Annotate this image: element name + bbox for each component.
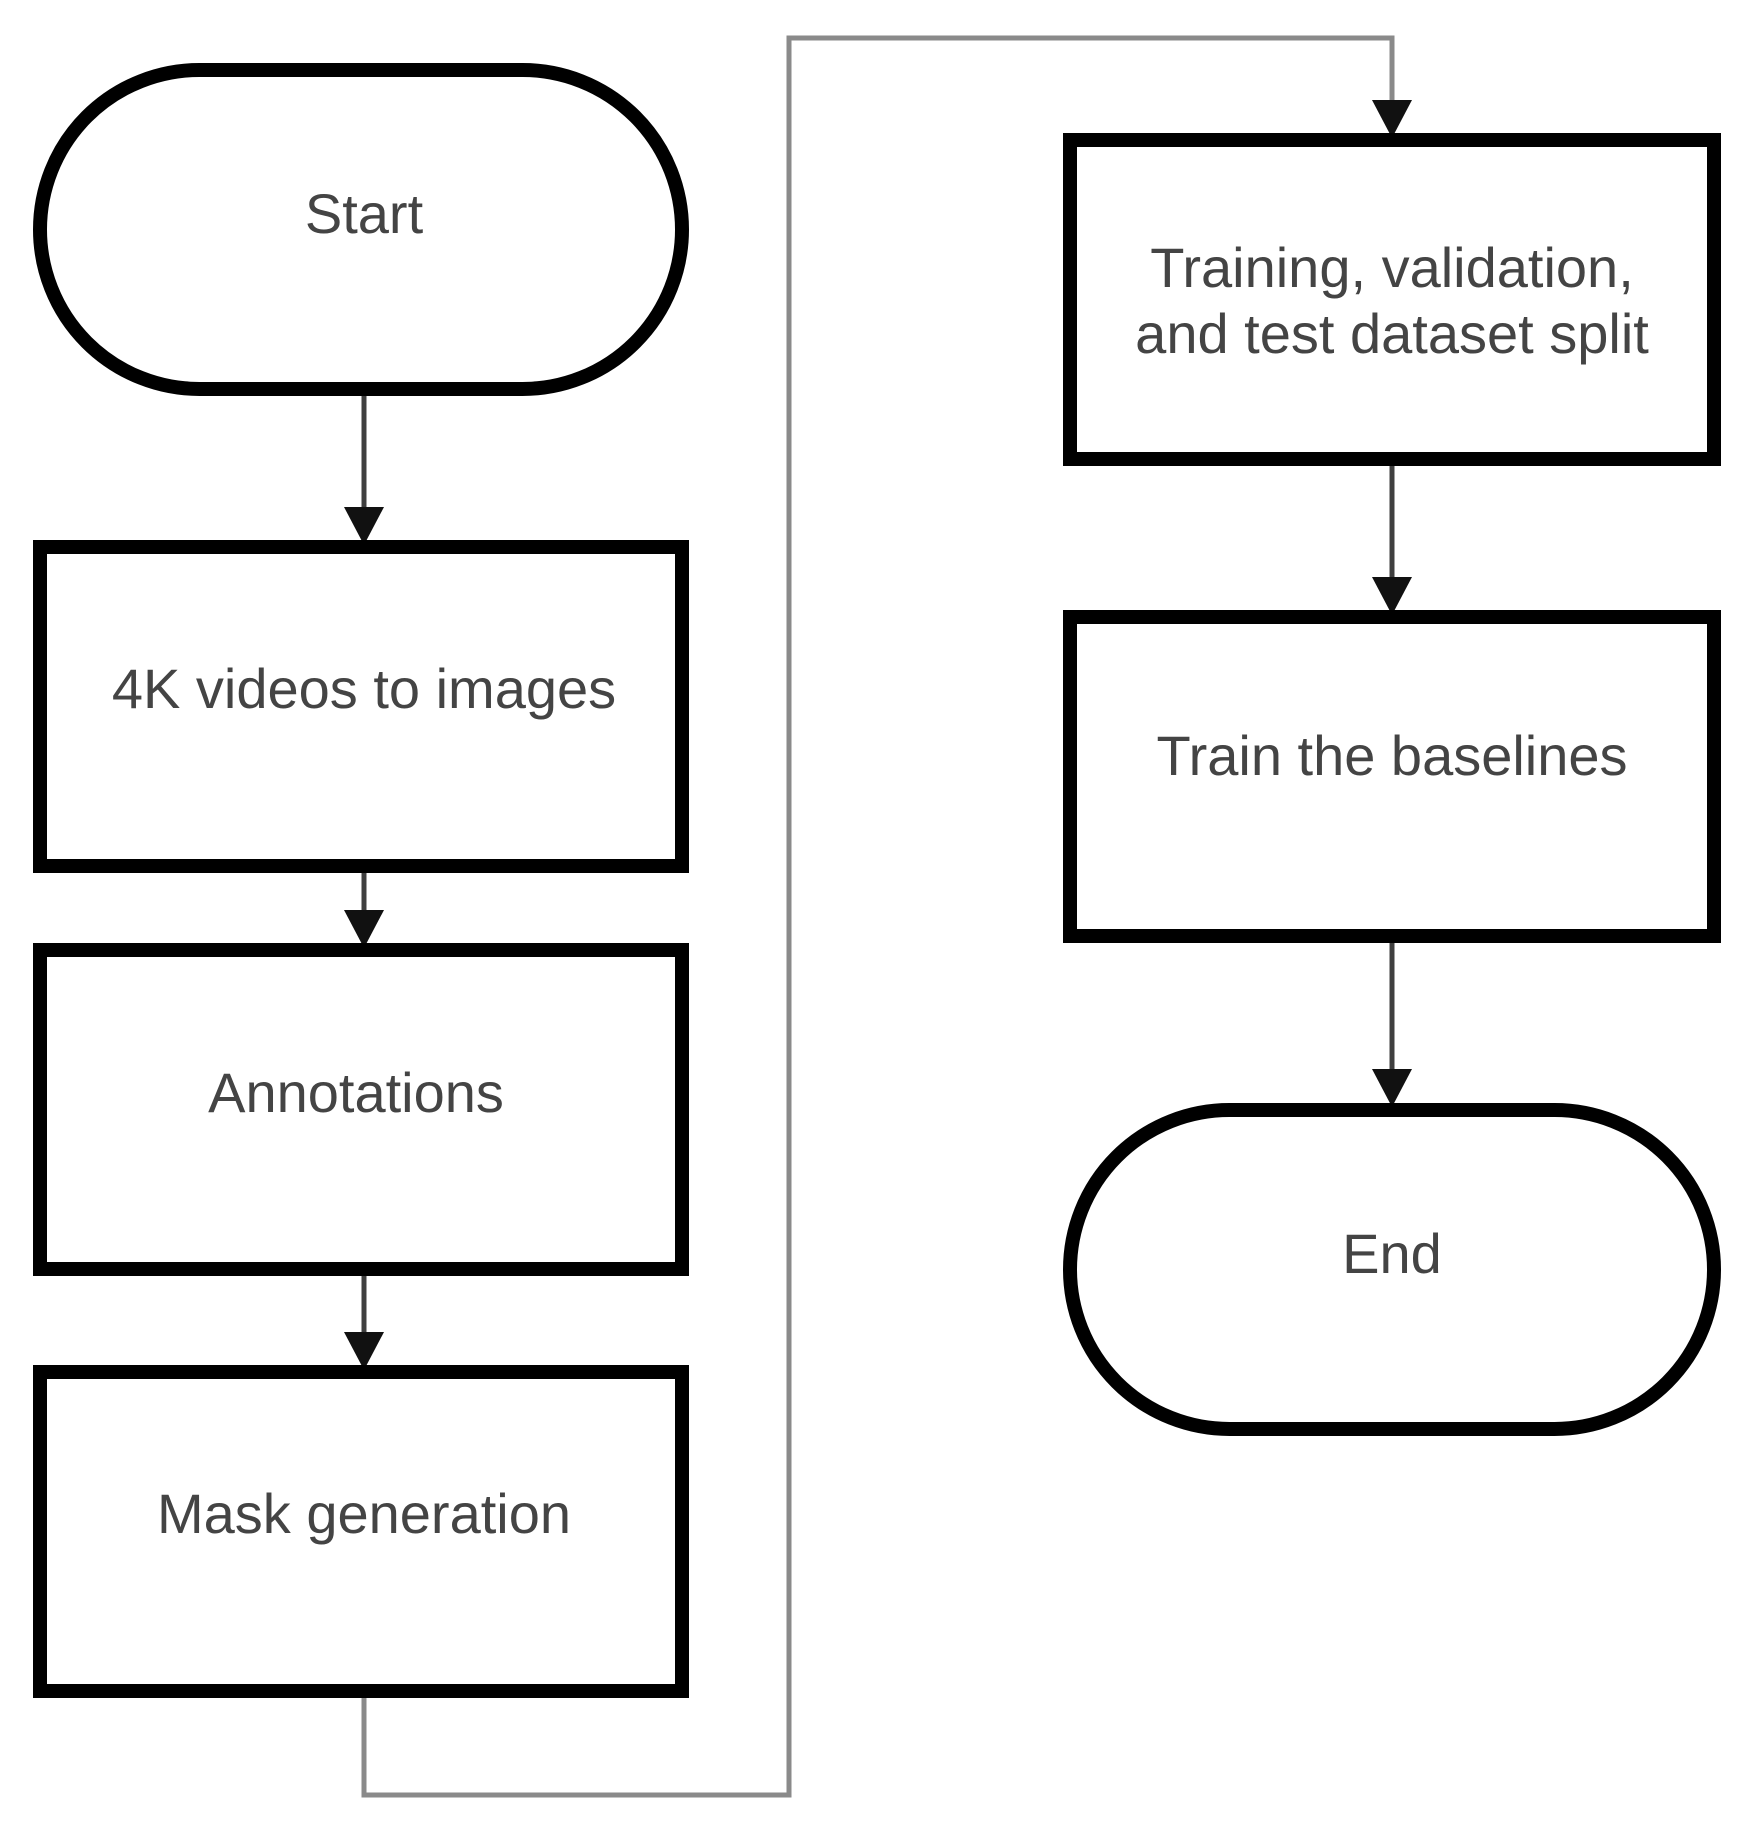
terminator-shape — [1063, 1103, 1721, 1436]
node-label-mask-generation: Mask generation — [157, 1482, 571, 1545]
arrowhead-icon — [344, 1332, 384, 1370]
node-videos-to-images: 4K videos to images — [33, 540, 689, 873]
process-shape — [33, 943, 689, 1276]
arrowhead-icon — [1372, 577, 1412, 615]
process-shape — [33, 540, 689, 873]
node-label-start: Start — [305, 182, 424, 245]
arrowhead-icon — [344, 507, 384, 545]
arrowhead-icon — [344, 910, 384, 948]
process-shape — [1063, 610, 1721, 943]
node-label-train-baselines: Train the baselines — [1156, 724, 1627, 787]
node-train-baselines: Train the baselines — [1063, 610, 1721, 943]
terminator-shape — [33, 63, 689, 396]
node-mask-generation: Mask generation — [33, 1365, 689, 1698]
node-label-annotations: Annotations — [208, 1061, 504, 1124]
arrowhead-icon — [1372, 100, 1412, 138]
arrowhead-icon — [1372, 1069, 1412, 1107]
node-label-end: End — [1342, 1222, 1442, 1285]
node-end: End — [1063, 1103, 1721, 1436]
node-dataset-split: Training, validation, and test dataset s… — [1063, 133, 1721, 466]
process-shape — [33, 1365, 689, 1698]
process-shape — [1063, 133, 1721, 466]
node-start: Start — [33, 63, 689, 396]
edge-mask-to-dataset-split — [361, 35, 1395, 1798]
node-label-dataset-split-line1: Training, validation, — [1150, 236, 1634, 299]
node-label-dataset-split-line2: and test dataset split — [1135, 302, 1649, 365]
node-label-videos-to-images: 4K videos to images — [112, 657, 616, 720]
node-annotations: Annotations — [33, 943, 689, 1276]
connectors — [344, 35, 1412, 1798]
